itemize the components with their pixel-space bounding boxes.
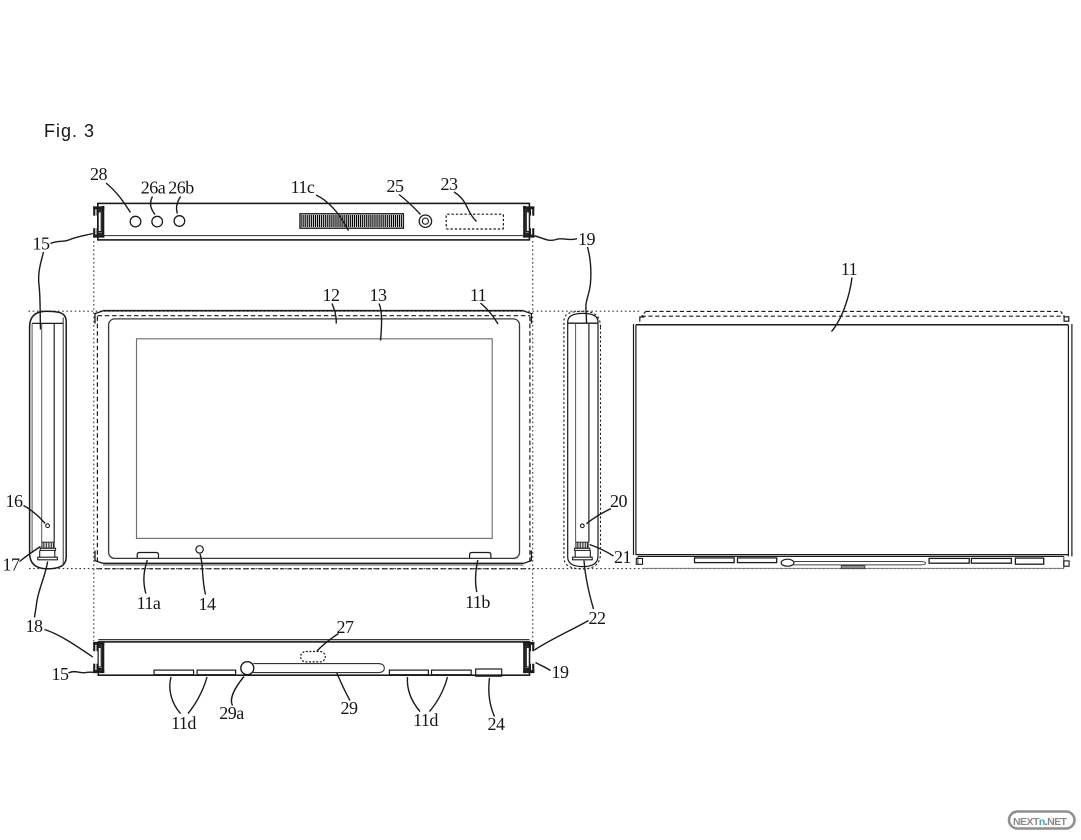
svg-text:26a: 26a	[141, 178, 166, 198]
svg-text:21: 21	[614, 547, 631, 567]
svg-text:24: 24	[488, 714, 506, 734]
svg-text:15: 15	[33, 234, 51, 254]
svg-text:16: 16	[6, 491, 24, 511]
svg-text:17: 17	[3, 555, 21, 575]
svg-text:23: 23	[441, 174, 459, 194]
svg-text:19: 19	[552, 662, 570, 682]
svg-text:18: 18	[26, 616, 44, 636]
svg-text:11: 11	[841, 259, 857, 279]
svg-text:25: 25	[387, 176, 405, 196]
svg-text:13: 13	[370, 285, 388, 305]
svg-text:22: 22	[589, 608, 606, 628]
svg-text:NEXTn.NET: NEXTn.NET	[1013, 816, 1068, 828]
svg-text:20: 20	[610, 491, 628, 511]
svg-text:27: 27	[337, 617, 355, 637]
svg-text:29a: 29a	[219, 703, 244, 723]
svg-text:11c: 11c	[291, 177, 315, 197]
svg-text:15: 15	[52, 664, 70, 684]
svg-text:12: 12	[323, 285, 340, 305]
svg-text:19: 19	[578, 229, 596, 249]
svg-text:28: 28	[90, 164, 108, 184]
svg-text:11: 11	[470, 285, 486, 305]
svg-text:14: 14	[199, 594, 217, 614]
svg-text:11d: 11d	[171, 713, 196, 733]
svg-text:29: 29	[341, 698, 359, 718]
svg-text:26b: 26b	[168, 178, 194, 198]
svg-text:11d: 11d	[413, 710, 438, 730]
svg-text:Fig. 3: Fig. 3	[44, 121, 95, 141]
svg-text:11a: 11a	[137, 593, 161, 613]
svg-text:11b: 11b	[465, 592, 490, 612]
